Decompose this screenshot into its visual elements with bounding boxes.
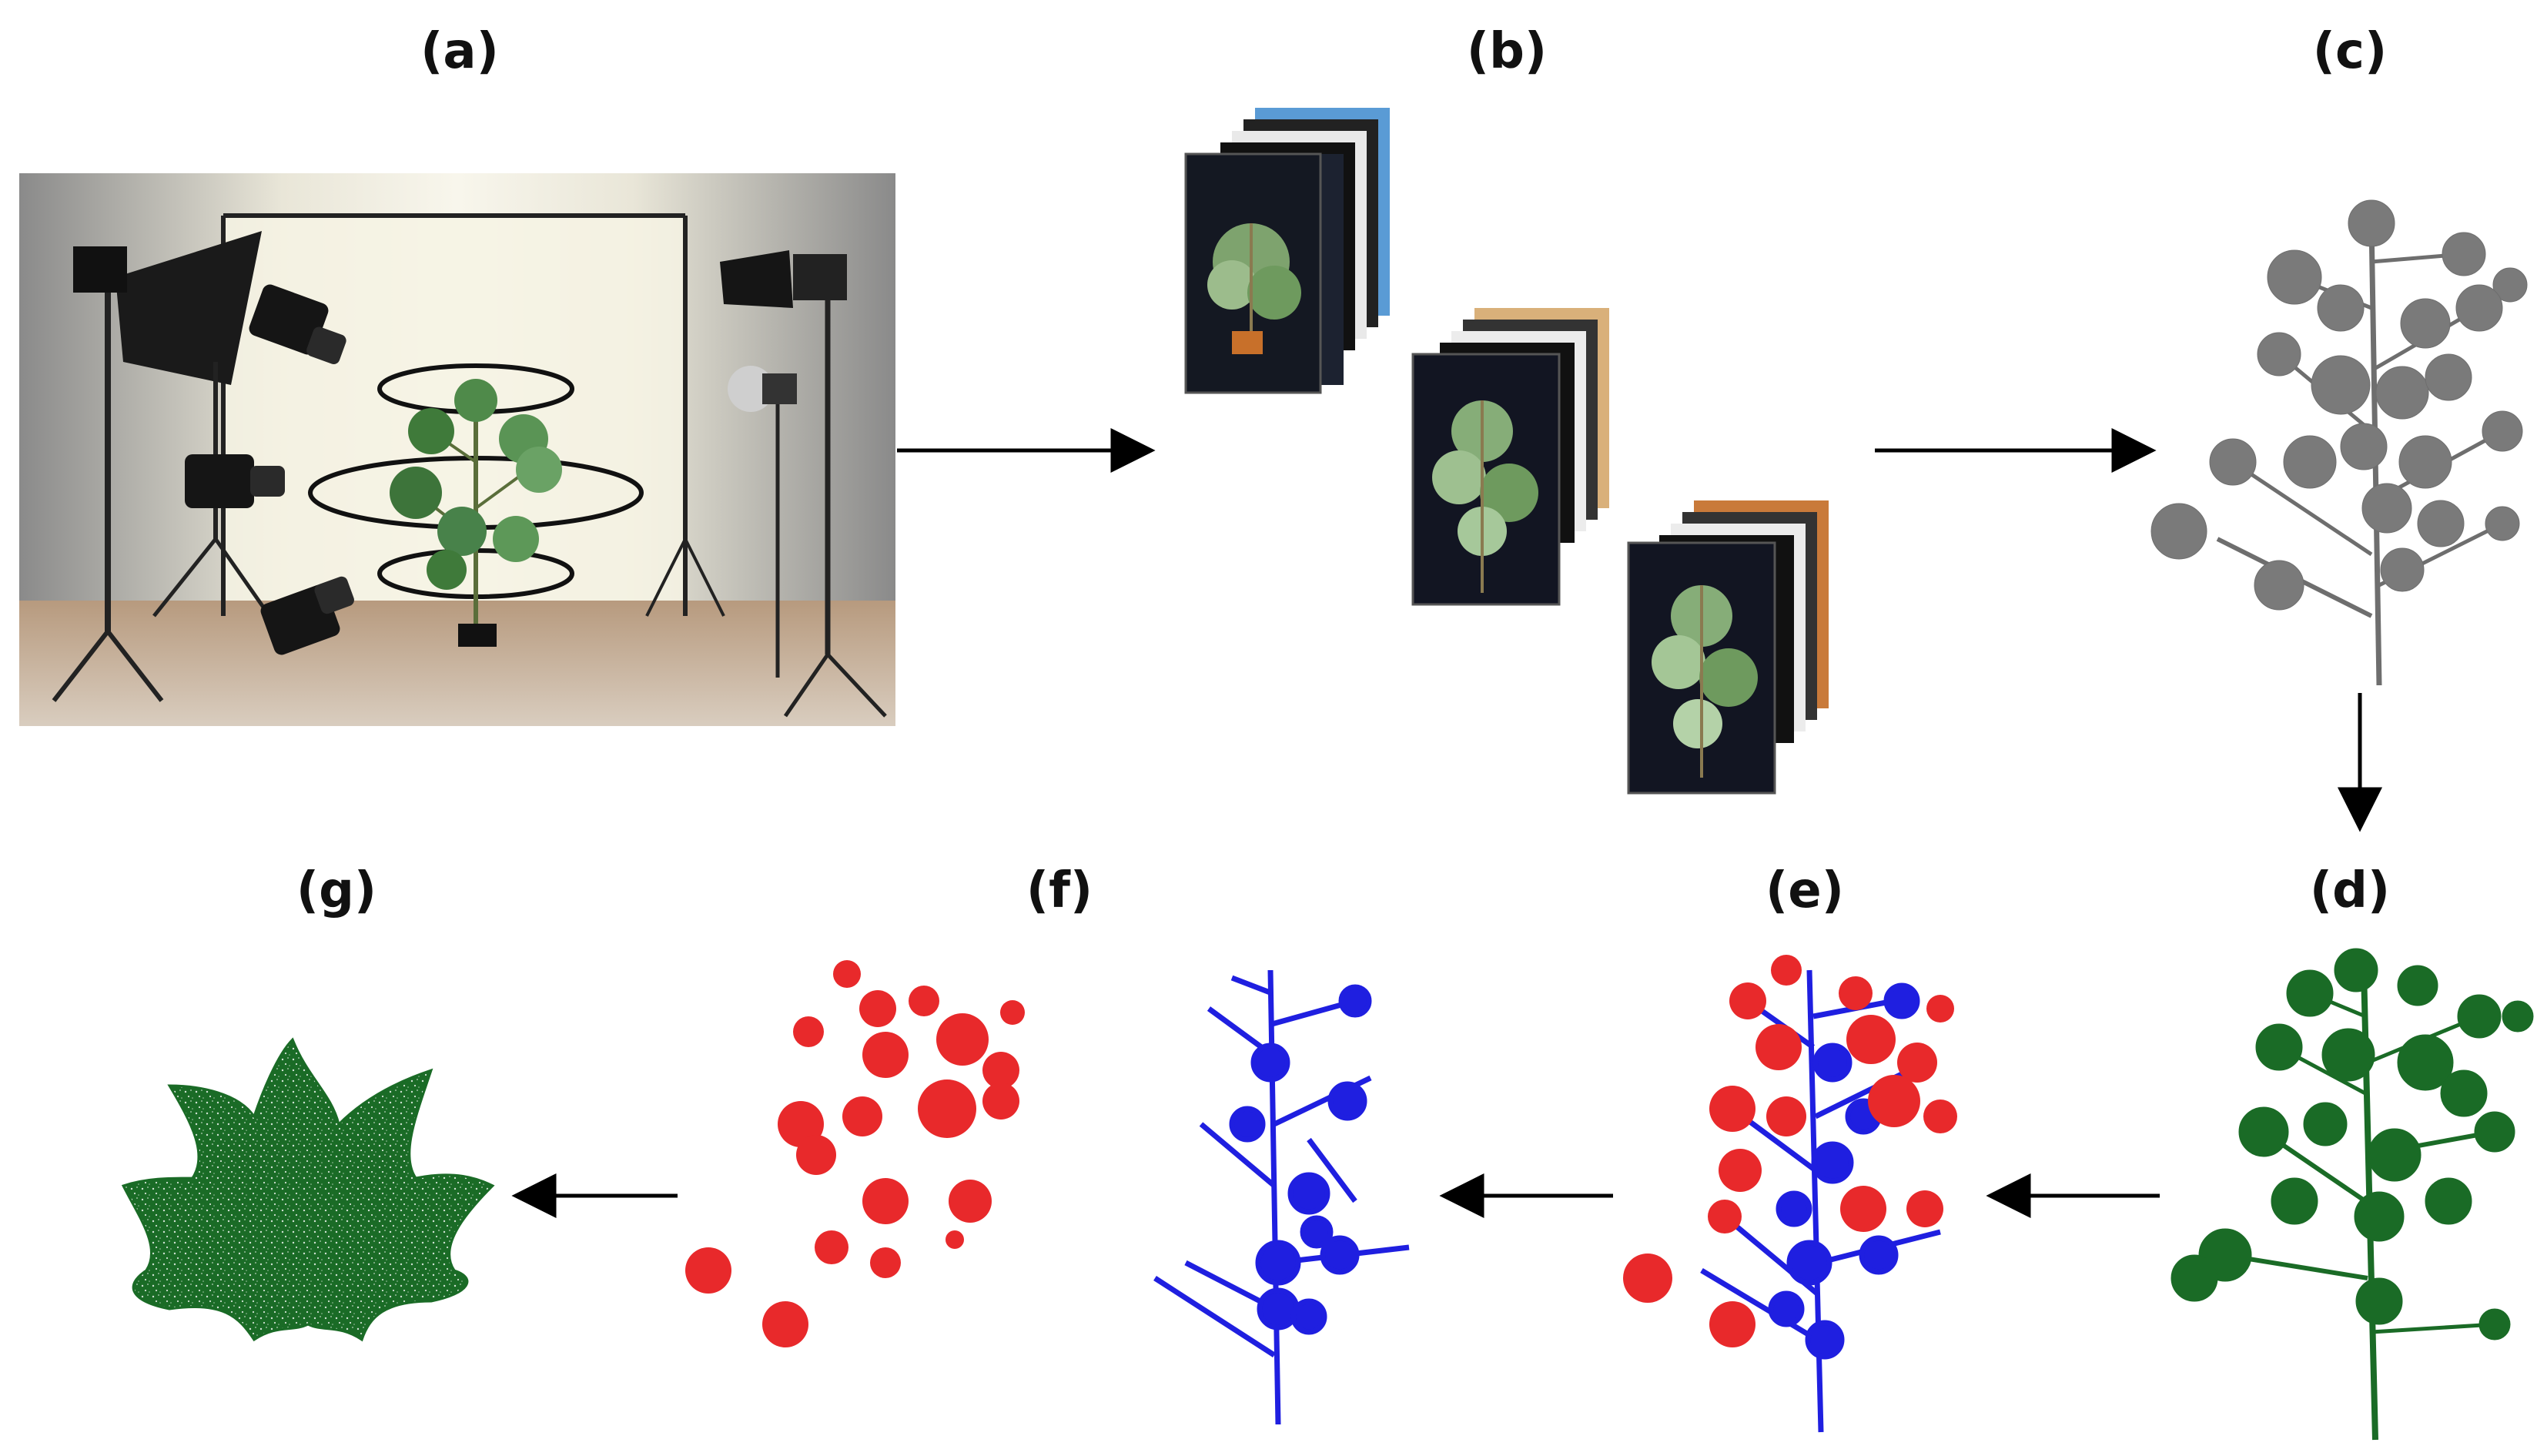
leaf-icon bbox=[121, 1037, 495, 1342]
softbox-light-icon bbox=[52, 231, 272, 702]
point-cloud-gray bbox=[2150, 199, 2528, 686]
studio-photo bbox=[19, 173, 895, 726]
arrow-icon bbox=[1986, 1173, 2160, 1219]
panel-label-e: (e) bbox=[1766, 862, 1844, 919]
arrow-icon bbox=[2337, 693, 2383, 832]
camera-icon bbox=[260, 576, 354, 655]
arrow-icon bbox=[897, 427, 1156, 474]
camera-icon bbox=[249, 284, 346, 364]
plant-icon bbox=[390, 379, 562, 647]
point-cloud-leaves bbox=[685, 960, 1025, 1347]
spotlight-icon bbox=[645, 250, 887, 718]
panel-label-c: (c) bbox=[2312, 23, 2388, 80]
panel-label-a: (a) bbox=[420, 23, 499, 80]
point-cloud-stems bbox=[1153, 969, 1410, 1425]
image-stack-icon bbox=[1184, 108, 1829, 795]
panel-label-d: (d) bbox=[2309, 862, 2391, 919]
point-cloud-green bbox=[2171, 948, 2534, 1441]
panel-label-f: (f) bbox=[1026, 862, 1093, 919]
arrow-icon bbox=[511, 1173, 678, 1219]
panel-label-g: (g) bbox=[296, 862, 377, 919]
point-cloud-segmented bbox=[1623, 955, 1957, 1433]
arrow-icon bbox=[1439, 1173, 1613, 1219]
arrow-icon bbox=[1875, 427, 2157, 474]
panel-label-b: (b) bbox=[1466, 23, 1548, 80]
camera-icon bbox=[185, 454, 285, 508]
